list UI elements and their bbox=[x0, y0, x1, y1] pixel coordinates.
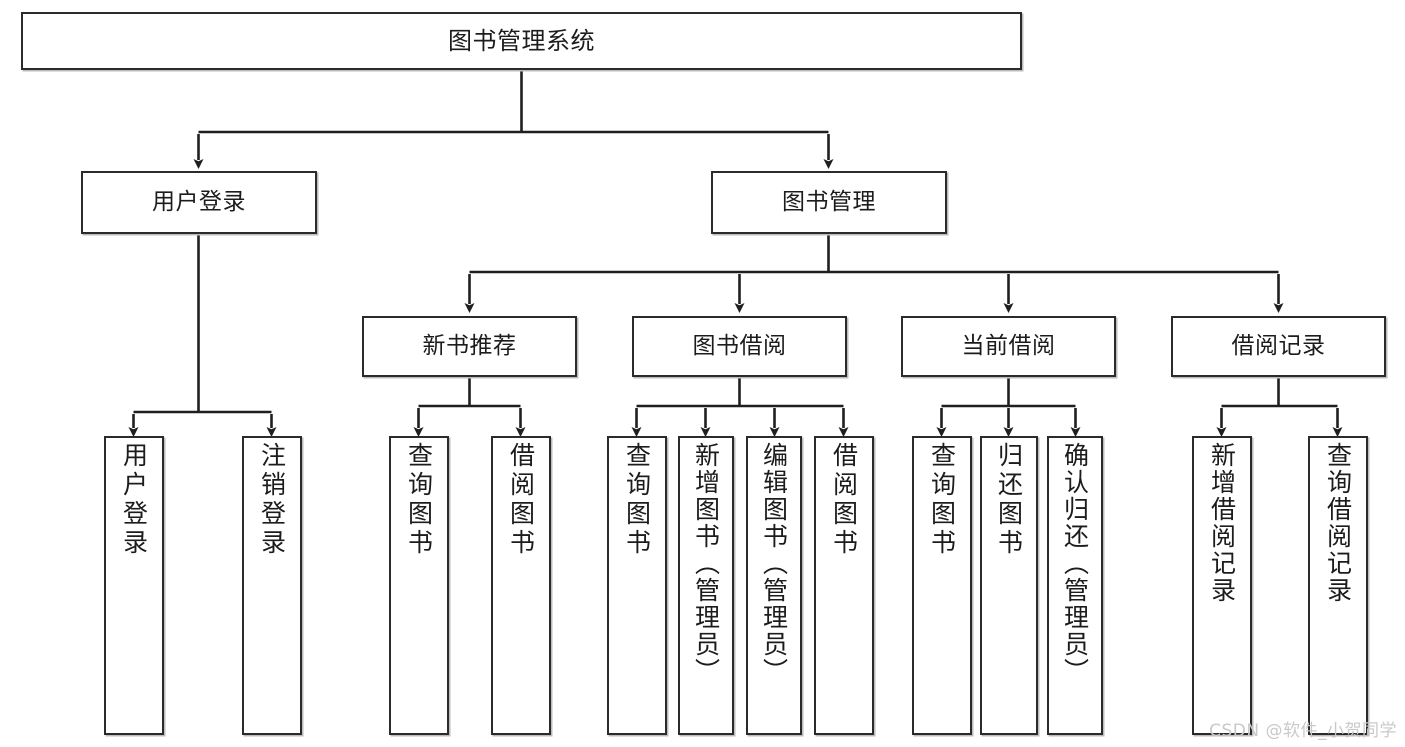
node-label: 用户登录 bbox=[152, 189, 246, 215]
node-label: 确认归还（管理员） bbox=[1060, 442, 1090, 685]
node-label: 当前借阅 bbox=[961, 333, 1056, 359]
node-current-borrow[interactable]: 当前借阅 bbox=[901, 316, 1116, 377]
node-label: 借阅图书 bbox=[506, 442, 536, 558]
watermark-text: CSDN @软件_小贺同学 bbox=[1209, 721, 1397, 741]
leaf-current-borrow-return-book[interactable]: 归还图书 bbox=[980, 436, 1038, 735]
node-book-management[interactable]: 图书管理 bbox=[711, 171, 947, 234]
leaf-book-borrow-borrow-book[interactable]: 借阅图书 bbox=[814, 436, 874, 735]
leaf-borrow-record-add-record[interactable]: 新增借阅记录 bbox=[1192, 436, 1252, 735]
leaf-book-borrow-edit-book-admin[interactable]: 编辑图书（管理员） bbox=[746, 436, 802, 735]
leaf-user-login-login[interactable]: 用户登录 bbox=[104, 436, 164, 735]
node-label: 借阅图书 bbox=[829, 442, 859, 558]
node-label: 注销登录 bbox=[257, 442, 287, 558]
node-label: 查询图书 bbox=[927, 442, 957, 558]
node-new-book-recommend[interactable]: 新书推荐 bbox=[362, 316, 577, 377]
node-label: 新增图书（管理员） bbox=[691, 442, 721, 685]
leaf-borrow-record-query-record[interactable]: 查询借阅记录 bbox=[1308, 436, 1368, 735]
leaf-new-book-borrow-book[interactable]: 借阅图书 bbox=[491, 436, 551, 735]
leaf-book-borrow-query-book[interactable]: 查询图书 bbox=[607, 436, 667, 735]
node-label: 借阅记录 bbox=[1231, 333, 1326, 359]
leaf-current-borrow-query-book[interactable]: 查询图书 bbox=[912, 436, 972, 735]
node-label: 图书借阅 bbox=[692, 333, 787, 359]
node-label: 查询借阅记录 bbox=[1323, 442, 1353, 604]
node-label: 新增借阅记录 bbox=[1207, 442, 1237, 604]
node-book-borrow[interactable]: 图书借阅 bbox=[632, 316, 847, 377]
leaf-current-borrow-confirm-return-admin[interactable]: 确认归还（管理员） bbox=[1047, 436, 1103, 735]
node-root-system[interactable]: 图书管理系统 bbox=[21, 12, 1022, 70]
node-label: 图书管理系统 bbox=[448, 27, 595, 55]
node-label: 新书推荐 bbox=[422, 333, 517, 359]
leaf-book-borrow-add-book-admin[interactable]: 新增图书（管理员） bbox=[678, 436, 734, 735]
node-label: 查询图书 bbox=[622, 442, 652, 558]
leaf-new-book-query-book[interactable]: 查询图书 bbox=[389, 436, 449, 735]
node-label: 编辑图书（管理员） bbox=[759, 442, 789, 685]
node-label: 用户登录 bbox=[119, 442, 149, 558]
node-user-login[interactable]: 用户登录 bbox=[81, 171, 317, 234]
leaf-user-login-logout[interactable]: 注销登录 bbox=[242, 436, 302, 735]
node-label: 图书管理 bbox=[782, 189, 876, 215]
node-label: 查询图书 bbox=[404, 442, 434, 558]
node-label: 归还图书 bbox=[994, 442, 1024, 558]
node-borrow-record[interactable]: 借阅记录 bbox=[1171, 316, 1386, 377]
